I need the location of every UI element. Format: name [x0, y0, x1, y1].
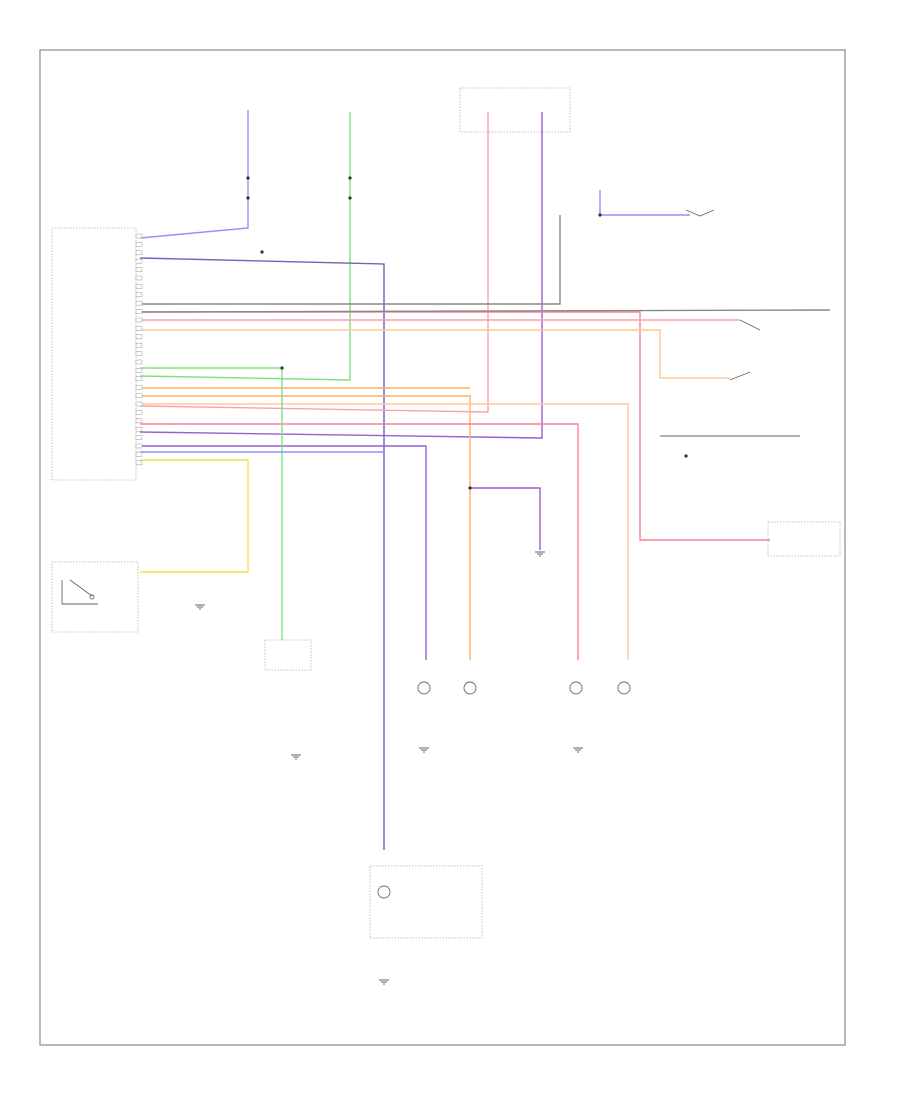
fuse-block-right	[459, 87, 571, 133]
connector-pin	[135, 250, 143, 256]
connector-pin	[135, 242, 143, 247]
component-group	[51, 87, 841, 985]
wire-gray-right	[140, 215, 561, 305]
module-connector-pins	[135, 233, 143, 466]
connector-pin	[135, 418, 143, 424]
wire-pink-top-right	[139, 112, 489, 413]
connector-pin	[135, 326, 143, 331]
center-module	[264, 639, 312, 671]
wire-pink-3	[140, 329, 730, 379]
connector-pin	[135, 368, 143, 373]
connector-pin	[135, 284, 143, 289]
connector-pin	[135, 300, 143, 306]
splice-dot	[348, 196, 352, 200]
splice-dot	[684, 454, 688, 458]
lamp-left-low	[417, 681, 431, 695]
splice-dot	[598, 213, 602, 217]
splice-points	[246, 176, 688, 490]
connector-pin	[135, 317, 143, 323]
connector-pin	[135, 351, 143, 356]
lighting-control-module	[51, 227, 137, 481]
wire-green-top	[139, 112, 351, 381]
lamp-left-high	[463, 681, 477, 695]
connector-pin	[135, 460, 143, 466]
splice-dot	[246, 176, 250, 180]
wire-green-2	[140, 367, 283, 640]
ground-icon	[535, 551, 545, 557]
wire-group	[139, 110, 831, 850]
wire-purple-2	[140, 445, 427, 660]
ground-icon	[195, 604, 205, 610]
relay-switch-1	[729, 319, 761, 381]
lamp-right-high	[617, 681, 631, 695]
connector-pin	[135, 452, 143, 457]
indicator-box	[369, 865, 483, 939]
ground-icon	[419, 747, 429, 753]
ground-symbols	[195, 551, 583, 985]
connector-pin	[135, 342, 143, 348]
wire-yellow	[140, 459, 249, 573]
connector-pin	[135, 401, 143, 407]
connector-pin	[135, 334, 143, 340]
headlamp-switch-contact	[61, 579, 98, 605]
wire-purple-3	[470, 487, 541, 550]
ground-icon	[573, 747, 583, 753]
connector-pin	[135, 258, 143, 264]
connector-pin	[135, 233, 143, 239]
wire-blue-top-left	[139, 110, 249, 239]
splice-dot	[348, 176, 352, 180]
relay-contact-right	[660, 209, 800, 437]
right-headlamp-lamps	[569, 681, 631, 695]
ground-icon	[379, 979, 389, 985]
wire-light-orange	[140, 403, 629, 660]
splice-dot	[280, 366, 284, 370]
connector-pin	[135, 292, 143, 298]
wire-orange-1	[140, 395, 471, 660]
relay-box-upper-right	[767, 521, 841, 557]
wire-gray-2	[139, 309, 831, 313]
splice-dot	[260, 250, 264, 254]
ground-icon	[291, 754, 301, 760]
indicator-lamp	[377, 885, 391, 899]
connector-pin	[135, 410, 143, 415]
diagram-frame	[39, 49, 846, 1046]
wire-blue-right	[599, 190, 690, 216]
lamp-right-low	[569, 681, 583, 695]
left-headlamp-lamps	[417, 681, 477, 695]
connector-pin	[135, 275, 143, 281]
wire-pink-4	[140, 423, 579, 660]
connector-pin	[135, 309, 143, 314]
splice-dot	[246, 196, 250, 200]
connector-pin	[135, 426, 143, 432]
connector-pin	[135, 435, 143, 440]
connector-pin	[135, 376, 143, 382]
connector-pin	[135, 359, 143, 365]
splice-dot	[468, 486, 472, 490]
connector-pin	[135, 267, 143, 272]
connector-pin	[135, 384, 143, 390]
connector-pin	[135, 443, 143, 449]
wire-purple-top-right	[139, 112, 543, 439]
headlamp-switch-box	[51, 561, 139, 633]
wire-pink-1	[140, 311, 770, 541]
wire-blue-purple-main	[139, 257, 385, 850]
connector-pin	[135, 393, 143, 398]
switch-pivot	[89, 594, 95, 600]
